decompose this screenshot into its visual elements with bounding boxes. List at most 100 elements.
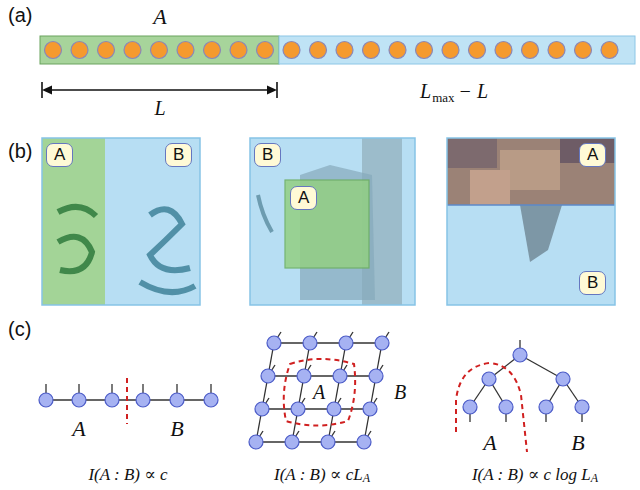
site: [230, 42, 247, 59]
region-tag: B: [254, 143, 281, 167]
region-tag: B: [579, 271, 606, 295]
site: [124, 42, 141, 59]
cut-region: [284, 359, 355, 426]
site: [151, 42, 168, 59]
region-tag: B: [165, 143, 192, 167]
bond: [274, 342, 382, 343]
site: [336, 42, 353, 59]
bond: [256, 343, 274, 442]
site: [283, 42, 300, 59]
formula-subscript: A: [591, 471, 598, 486]
tensor: [333, 369, 347, 383]
site: [522, 42, 539, 59]
length-subscript: max: [432, 90, 454, 106]
panel-label: (c): [8, 318, 31, 341]
region-tag: A: [579, 143, 606, 167]
bond: [364, 343, 382, 442]
tensor: [513, 348, 527, 362]
tag-letter: B: [587, 273, 598, 292]
tensor: [285, 435, 299, 449]
tag-letter: B: [173, 145, 184, 164]
site: [257, 42, 274, 59]
tensor: [136, 393, 150, 407]
region-split: [447, 204, 615, 206]
tensor: [72, 393, 86, 407]
patch-border: [250, 138, 415, 305]
tensor: [327, 402, 341, 416]
image-patch: [42, 138, 200, 305]
image-patch: [250, 138, 415, 305]
bond: [256, 441, 364, 442]
site: [177, 42, 194, 59]
tensor: [267, 336, 281, 350]
formula-subscript: A: [363, 471, 370, 486]
site: [495, 42, 512, 59]
tensor: [363, 402, 377, 416]
site: [469, 42, 486, 59]
tensor: [482, 372, 496, 386]
bond: [262, 408, 370, 409]
tag-letter: B: [262, 145, 273, 164]
digit-stroke: [140, 209, 195, 292]
image-patch: [447, 138, 615, 205]
region-b: [447, 205, 615, 305]
image-shape: [447, 138, 497, 168]
site: [310, 42, 327, 59]
image-shape: [258, 195, 272, 232]
tensor: [339, 336, 353, 350]
region-name: A: [72, 416, 85, 442]
image-shape: [520, 205, 562, 262]
digit-stroke: [58, 207, 96, 271]
region-tag: A: [290, 186, 317, 210]
panel-label: (a): [8, 4, 32, 27]
site: [416, 42, 433, 59]
tensor: [539, 400, 553, 414]
arrow-head: [42, 86, 52, 95]
tensor: [369, 369, 383, 383]
tensor: [303, 336, 317, 350]
tag-letter: A: [54, 145, 65, 164]
site: [389, 42, 406, 59]
arrow-head: [267, 86, 277, 95]
tensor: [39, 393, 53, 407]
tensor: [105, 393, 119, 407]
patch-border: [42, 138, 200, 305]
tag-letter: A: [298, 188, 309, 207]
tag-letter: A: [587, 145, 598, 164]
region-a: [285, 180, 369, 268]
tensor: [375, 336, 389, 350]
tensor: [291, 402, 305, 416]
region-tag: A: [46, 143, 73, 167]
image-shape: [560, 138, 615, 163]
tensor: [556, 372, 570, 386]
scaling-formula: I(A : B) ∝ c log L: [472, 464, 591, 485]
site: [601, 42, 618, 59]
tensor: [321, 435, 335, 449]
length-label: L: [420, 80, 431, 103]
site: [204, 42, 221, 59]
tensor: [357, 435, 371, 449]
tensor: [204, 393, 218, 407]
site: [363, 42, 380, 59]
bond: [328, 343, 346, 442]
region-b: [279, 36, 635, 64]
site: [442, 42, 459, 59]
region-name: B: [571, 430, 584, 456]
site: [45, 42, 62, 59]
tensor: [255, 402, 269, 416]
region-a: [42, 138, 105, 305]
tensor: [499, 400, 513, 414]
image-shape: [470, 170, 510, 205]
tensor: [297, 369, 311, 383]
tensor: [170, 393, 184, 407]
tensor: [249, 435, 263, 449]
scaling-formula: I(A : B) ∝ c: [88, 464, 167, 485]
panel-label: (b): [8, 140, 32, 163]
length-arrow: [52, 89, 267, 91]
scaling-formula: I(A : B) ∝ cL: [274, 464, 363, 485]
cut-line: [126, 378, 128, 424]
bond: [292, 343, 310, 442]
tensor: [463, 400, 477, 414]
